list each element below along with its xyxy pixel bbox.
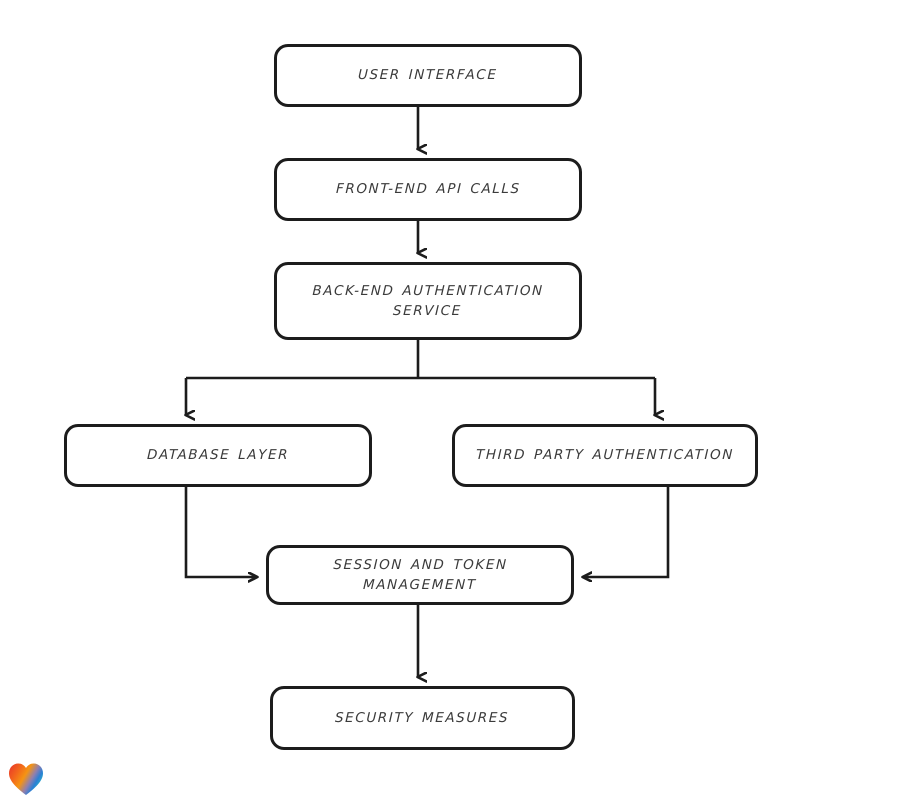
node-frontend-api-calls-label: Front-End API Calls — [335, 181, 521, 198]
node-frontend-api-calls[interactable]: Front-End API Calls — [274, 158, 582, 221]
node-backend-authentication-service-label: Back-End Authentication Service — [312, 282, 545, 319]
node-database-layer-label: Database Layer — [146, 447, 290, 464]
node-user-interface[interactable]: User Interface — [274, 44, 582, 107]
edge-database-layer-to-session-token — [184, 487, 257, 577]
node-backend-authentication-service[interactable]: Back-End Authentication Service — [274, 262, 582, 340]
node-user-interface-label: User Interface — [357, 67, 499, 84]
node-security-measures-label: Security Measures — [335, 709, 510, 726]
heart-icon — [9, 763, 43, 795]
node-third-party-authentication[interactable]: Third Party Authentication — [452, 424, 758, 487]
node-third-party-authentication-label: Third Party Authentication — [475, 447, 735, 464]
node-session-and-token-management[interactable]: Session and Token Management — [266, 545, 574, 605]
node-security-measures[interactable]: Security Measures — [270, 686, 575, 750]
edge-third-party-auth-to-session-token — [583, 487, 670, 577]
node-session-and-token-management-label: Session and Token Management — [332, 556, 508, 593]
node-database-layer[interactable]: Database Layer — [64, 424, 372, 487]
